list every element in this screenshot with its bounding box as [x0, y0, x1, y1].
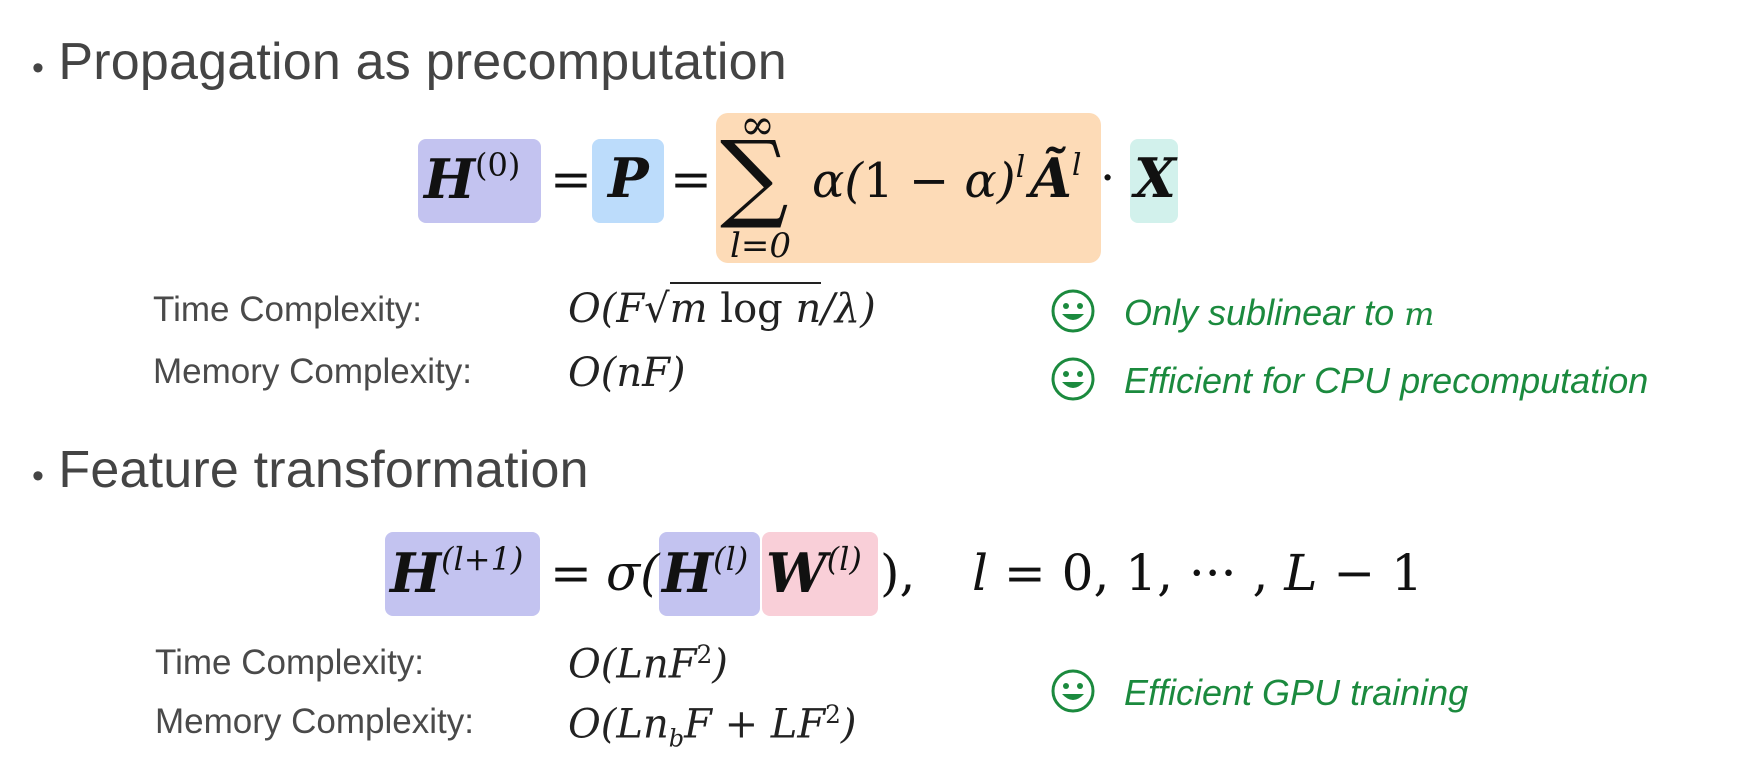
time-complexity-formula-1: O(F√m log n/λ) [568, 282, 876, 332]
memory-complexity-label-2: Memory Complexity: [155, 702, 474, 741]
eq1-P: P [608, 146, 649, 210]
smiley-icon [1050, 356, 1096, 407]
smiley-icon [1050, 288, 1096, 339]
bullet-icon: • [32, 457, 44, 495]
section-transformation: • Feature transformation [32, 440, 589, 500]
eq1-alpha-term: α(1 − α)l [812, 150, 1026, 209]
eq2-Wl: W(l) [766, 540, 862, 605]
memory-complexity-label-1: Memory Complexity: [153, 352, 472, 391]
memory-complexity-formula-1: O(nF) [568, 350, 686, 396]
eq1-infinity: ∞ [740, 100, 775, 149]
note-sublinear: Only sublinear to m [1124, 292, 1435, 333]
section-title: Feature transformation [58, 441, 589, 499]
eq1-sigma: ∑ [720, 120, 789, 232]
highlight-sum [716, 113, 1101, 263]
eq1-lower: l=0 [730, 226, 791, 266]
eq2-range: l = 0, 1, ··· , L − 1 [972, 544, 1423, 602]
highlight-Hl [659, 532, 760, 616]
eq1-equals-1: = [550, 150, 592, 208]
highlight-Wl [762, 532, 878, 616]
highlight-X [1130, 139, 1178, 223]
eq1-H0: H(0) [424, 146, 521, 211]
eq1-A: Ãl [1030, 146, 1082, 210]
eq2-Hl: H(l) [662, 540, 749, 605]
time-complexity-formula-2: O(LnF2) [568, 640, 728, 688]
section-title: Propagation as precomputation [58, 33, 787, 91]
highlight-P [592, 139, 664, 223]
highlight-H0 [418, 139, 541, 223]
time-complexity-label-1: Time Complexity: [153, 290, 423, 329]
memory-complexity-formula-2: O(LnbF + LF2) [568, 700, 857, 753]
smiley-icon [1050, 668, 1096, 719]
time-complexity-label-2: Time Complexity: [155, 643, 425, 682]
eq1-dot: · [1100, 150, 1116, 206]
section-propagation: • Propagation as precomputation [32, 32, 787, 92]
eq2-sigma: σ( [606, 544, 660, 602]
note-gpu: Efficient GPU training [1124, 672, 1469, 713]
eq2-Hl1: H(l+1) [390, 540, 524, 605]
eq2-equals: = [550, 544, 592, 602]
note-cpu: Efficient for CPU precomputation [1124, 360, 1649, 401]
highlight-Hl1 [385, 532, 540, 616]
bullet-icon: • [32, 49, 44, 87]
eq1-equals-2: = [670, 150, 712, 208]
eq2-close: ), [880, 544, 916, 602]
eq1-X: X [1134, 146, 1176, 210]
